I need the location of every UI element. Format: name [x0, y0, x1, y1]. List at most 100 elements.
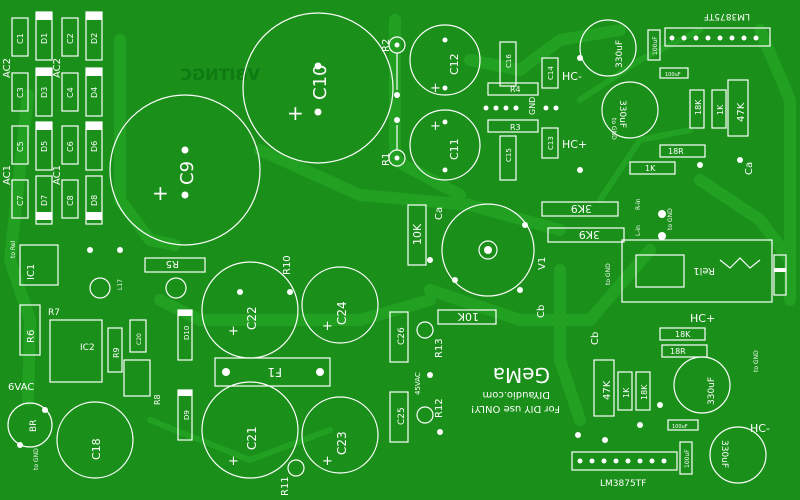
label-d3: D3 — [40, 87, 49, 98]
svg-text:R10: R10 — [282, 255, 293, 275]
svg-text:IC1: IC1 — [26, 264, 37, 280]
svg-text:DIYaudio.com: DIYaudio.com — [483, 389, 550, 400]
label-c2: C2 — [66, 33, 75, 44]
label-d7: D7 — [40, 195, 49, 206]
label-d6: D6 — [90, 141, 99, 152]
svg-text:R1: R1 — [381, 153, 392, 166]
svg-text:Ca: Ca — [434, 207, 445, 220]
svg-text:C11: C11 — [448, 138, 461, 160]
svg-text:L17: L17 — [117, 279, 124, 290]
cap-c12: + C12 — [409, 24, 481, 96]
label-c10: C10 — [310, 65, 331, 100]
svg-text:18K: 18K — [675, 330, 691, 339]
svg-text:3K9: 3K9 — [571, 202, 592, 215]
svg-text:GND: GND — [528, 97, 537, 115]
small-parts-mid: C16 R4 R3 C15 C14 C13 GND HC- HC+ — [483, 41, 587, 181]
svg-text:R7: R7 — [48, 308, 60, 318]
svg-text:C22: C22 — [245, 306, 259, 330]
svg-text:+: + — [322, 319, 333, 334]
label-d4: D4 — [90, 87, 99, 98]
label-d8: D8 — [90, 195, 99, 206]
svg-text:R4: R4 — [510, 85, 521, 94]
cap-c9: + C9 — [109, 94, 261, 246]
svg-text:R5: R5 — [166, 258, 179, 269]
svg-text:C15: C15 — [505, 148, 513, 162]
svg-text:1K: 1K — [716, 104, 725, 115]
svg-text:100uF: 100uF — [665, 72, 681, 78]
resistor-r2: R2 — [381, 36, 406, 98]
label-c4: C4 — [66, 87, 75, 98]
svg-text:+: + — [228, 454, 239, 469]
svg-text:V1: V1 — [537, 257, 548, 270]
svg-text:R2: R2 — [381, 39, 392, 52]
svg-text:to Rel: to Rel — [10, 240, 17, 258]
svg-text:GeMa: GeMa — [493, 363, 550, 387]
svg-text:330uF: 330uF — [617, 100, 627, 128]
svg-text:18R: 18R — [668, 147, 684, 156]
svg-text:C25: C25 — [397, 407, 407, 425]
svg-text:Cb: Cb — [536, 305, 547, 318]
svg-text:C14: C14 — [547, 66, 555, 80]
svg-text:Ca: Ca — [744, 162, 755, 175]
svg-text:100uF: 100uF — [684, 449, 691, 468]
svg-text:HC-: HC- — [750, 422, 770, 435]
svg-text:+: + — [152, 181, 169, 205]
label-ac1-a: AC1 — [2, 165, 13, 185]
cap-c11: + C11 — [409, 109, 481, 181]
svg-text:HC+: HC+ — [562, 138, 587, 151]
input-stage: 3K9 3K9 R-in L-in to GND 10K Ca V1 Cb 10… — [407, 198, 787, 325]
amp-stage-bottom: Cb 18K 18R 47K 1K 18K 330uF to GND 100uF… — [571, 327, 770, 489]
mirror-text-top: VBITNGC — [180, 65, 260, 84]
svg-text:to GND: to GND — [605, 263, 612, 285]
svg-text:Cb: Cb — [590, 332, 601, 345]
svg-text:HC+: HC+ — [690, 312, 715, 325]
svg-text:For DIY use ONLY!: For DIY use ONLY! — [471, 403, 560, 414]
svg-text:+: + — [322, 454, 333, 469]
svg-text:R9: R9 — [112, 347, 121, 358]
svg-text:R3: R3 — [510, 123, 521, 132]
svg-text:+: + — [228, 324, 239, 339]
svg-text:18K: 18K — [640, 384, 649, 400]
svg-text:+: + — [430, 119, 441, 134]
label-c9: C9 — [177, 161, 198, 185]
svg-text:18K: 18K — [694, 99, 703, 115]
control-section: to Rel IC1 R5 L17 R6 R7 IC2 R9 C20 R8 6V… — [7, 240, 206, 479]
svg-text:IC2: IC2 — [80, 343, 95, 353]
svg-text:6VAC: 6VAC — [8, 382, 34, 393]
svg-text:D10: D10 — [183, 326, 191, 340]
label-c7: C7 — [16, 195, 25, 206]
svg-text:C21: C21 — [245, 426, 259, 450]
svg-text:HC-: HC- — [562, 70, 582, 83]
svg-text:100uF: 100uF — [672, 424, 688, 430]
diode-bank — [11, 11, 103, 225]
svg-text:C13: C13 — [547, 136, 555, 150]
svg-text:1K: 1K — [622, 387, 631, 398]
branding: GeMa DIYaudio.com For DIY use ONLY! — [471, 363, 560, 414]
label-ac2-a: AC2 — [2, 58, 13, 78]
svg-text:R6: R6 — [26, 330, 37, 343]
svg-text:LM3875TF: LM3875TF — [600, 479, 646, 489]
svg-text:+: + — [430, 81, 441, 96]
amp-stage-top: 330uF 100uF LM3875TF 100uF 330uF 18K 1K … — [579, 11, 771, 175]
svg-text:100uF: 100uF — [652, 36, 659, 55]
svg-text:C12: C12 — [448, 53, 461, 75]
svg-text:R-in: R-in — [635, 198, 642, 210]
svg-text:1K: 1K — [645, 164, 656, 173]
svg-text:F1: F1 — [267, 365, 282, 379]
svg-text:Rel1: Rel1 — [693, 265, 715, 276]
svg-text:18R: 18R — [670, 347, 686, 356]
svg-text:330uF: 330uF — [719, 440, 729, 468]
svg-text:+: + — [287, 101, 304, 125]
svg-text:C24: C24 — [335, 301, 349, 325]
svg-text:LM3875TF: LM3875TF — [704, 11, 750, 21]
label-ac1-b: AC1 — [52, 165, 63, 185]
svg-text:R8: R8 — [153, 394, 162, 405]
cap-c10: + C10 — [242, 12, 394, 164]
svg-text:to GND: to GND — [610, 118, 617, 140]
label-c1: C1 — [16, 33, 25, 44]
svg-text:D9: D9 — [183, 410, 191, 420]
label-c5: C5 — [16, 141, 25, 152]
svg-text:to GND: to GND — [667, 208, 674, 230]
label-d1: D1 — [40, 33, 49, 44]
label-d2: D2 — [90, 33, 99, 44]
